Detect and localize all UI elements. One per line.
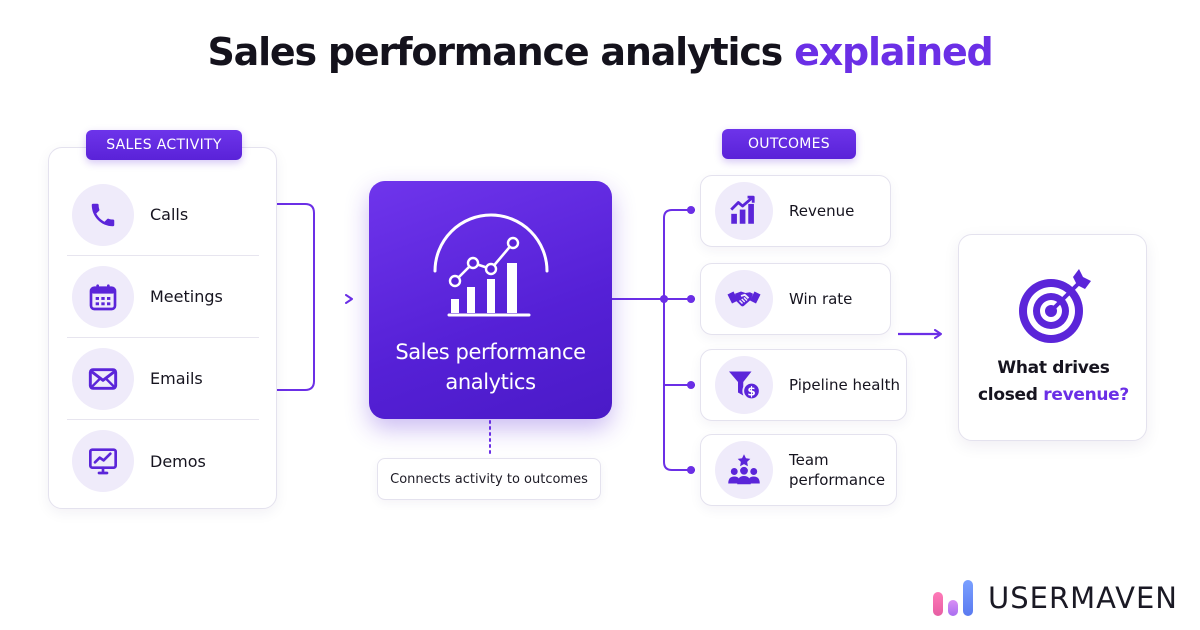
activity-label: Emails xyxy=(150,369,203,388)
activity-item-meetings: Meetings xyxy=(67,256,259,338)
outcome-win-rate: Win rate xyxy=(700,263,891,335)
outcomes-label: OUTCOMES xyxy=(722,129,856,159)
outcome-label-line1: Team xyxy=(789,451,829,469)
analytics-hub-line1: Sales performance xyxy=(395,340,586,364)
result-line1: What drives xyxy=(997,358,1110,378)
brand-name: USERMAVEN xyxy=(988,581,1178,615)
outcome-label: Win rate xyxy=(789,290,853,308)
page-title: Sales performance analytics explained xyxy=(0,30,1200,74)
title-accent: explained xyxy=(794,30,994,74)
sales-activity-panel: Calls Meetings Emails xyxy=(48,147,277,509)
outcome-connector xyxy=(612,206,695,474)
target-arrow-icon xyxy=(1019,269,1091,343)
activity-label: Calls xyxy=(150,205,189,224)
svg-text:$: $ xyxy=(747,385,755,399)
sales-activity-label: SALES ACTIVITY xyxy=(86,130,242,160)
outcome-team-performance: Team performance xyxy=(700,434,897,506)
handshake-icon xyxy=(715,270,773,328)
outcome-revenue: Revenue xyxy=(700,175,891,247)
calendar-icon xyxy=(72,265,134,328)
result-line2-text: closed xyxy=(978,385,1044,405)
phone-icon xyxy=(72,183,134,246)
result-line2-accent: revenue? xyxy=(1043,385,1129,405)
analytics-hub-label: Sales performance analytics xyxy=(369,337,612,397)
monitor-chart-icon xyxy=(72,430,134,492)
funnel-dollar-icon: $ xyxy=(715,356,773,414)
team-star-icon xyxy=(715,441,773,499)
outcome-pipeline-health: $ Pipeline health xyxy=(700,349,907,421)
activity-item-calls: Calls xyxy=(67,174,259,256)
outcome-label: Pipeline health xyxy=(789,376,900,394)
brand-logo: USERMAVEN xyxy=(930,576,1178,620)
result-question: What drives closed revenue? xyxy=(959,355,1148,409)
bar-chart-up-icon xyxy=(715,182,773,240)
analytics-chart-icon xyxy=(433,213,549,317)
activity-item-emails: Emails xyxy=(67,338,259,420)
result-line2: closed revenue? xyxy=(959,382,1148,409)
outcome-label-line2: performance xyxy=(789,471,886,489)
activity-label: Meetings xyxy=(150,287,223,306)
analytics-hub: Sales performance analytics xyxy=(369,181,612,419)
title-main: Sales performance analytics xyxy=(207,30,795,74)
outcome-label: Revenue xyxy=(789,202,855,220)
connects-note: Connects activity to outcomes xyxy=(377,458,601,500)
outcome-label: Team performance xyxy=(789,450,885,490)
activity-item-demos: Demos xyxy=(67,420,259,502)
result-card: What drives closed revenue? xyxy=(958,234,1147,441)
mail-icon xyxy=(72,347,134,410)
activity-label: Demos xyxy=(150,451,206,471)
usermaven-logo-icon xyxy=(933,580,973,616)
analytics-hub-line2: analytics xyxy=(445,370,536,394)
